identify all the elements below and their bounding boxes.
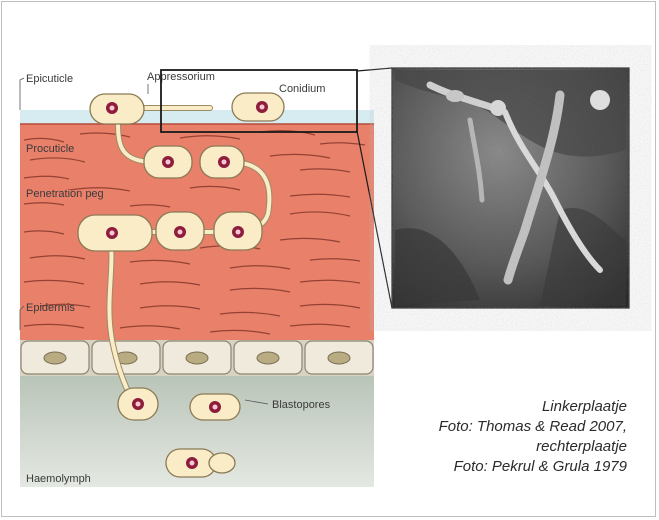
epicuticle-label: Epicuticle: [26, 73, 73, 85]
haemolymph-label: Haemolymph: [26, 473, 91, 485]
appressorium-label: Appressorium: [147, 71, 215, 83]
procuticle-label: Procuticle: [26, 143, 74, 155]
blastopore-cell: [190, 394, 240, 420]
budding-blastopore-cell: [166, 449, 235, 477]
penetration-peg-label: Penetration peg: [26, 188, 104, 200]
figure-caption: Linkerplaatje Foto: Thomas & Read 2007, …: [307, 397, 627, 477]
sem-micrograph: [392, 68, 629, 308]
caption-line-4: Foto: Pekrul & Grula 1979: [307, 457, 627, 477]
epidermis-label: Epidermis: [26, 302, 75, 314]
conidium-cell: [232, 93, 284, 121]
caption-line-2: Foto: Thomas & Read 2007,: [307, 417, 627, 437]
caption-line-1: Linkerplaatje: [307, 397, 627, 417]
caption-line-3: rechterplaatje: [307, 437, 627, 457]
epicuticle-layer: [20, 110, 374, 124]
appressorium-cell: [90, 94, 144, 124]
epidermis-cells: [20, 340, 374, 376]
conidium-label: Conidium: [279, 83, 325, 95]
